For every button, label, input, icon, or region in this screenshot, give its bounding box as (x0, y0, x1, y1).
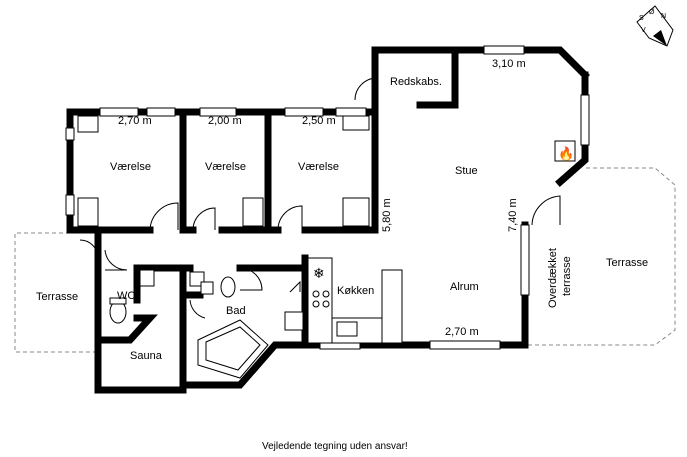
room-label-kitchen: Køkken (337, 285, 374, 297)
svg-text:🔥: 🔥 (558, 146, 574, 161)
compass-letter-oe: Ø (649, 9, 655, 16)
compass-letter-n: N (661, 13, 666, 20)
compass-letter-v: V (641, 27, 646, 34)
terrace-right-outline (586, 167, 676, 346)
dimension-living-width: 3,10 m (492, 58, 526, 70)
compass-letter-s: S (639, 15, 644, 22)
room-label-covered-terrace-1: Overdækket (547, 248, 559, 308)
disclaimer-text: Vejledende tegning uden ansvar! (262, 441, 408, 452)
dimension-family-room-width: 2,70 m (445, 326, 479, 338)
compass-icon: S Ø N V (636, 5, 674, 47)
fixtures: ❄ 🔥 (77, 115, 576, 379)
room-label-cupboard: Redskabs. (390, 76, 442, 88)
room-label-family-room: Alrum (450, 281, 479, 293)
dimension-bedroom-2-width: 2,00 m (208, 115, 242, 127)
dimension-living-depth: 7,40 m (507, 198, 519, 232)
room-label-living: Stue (455, 165, 478, 177)
room-label-sauna: Sauna (130, 350, 163, 362)
room-label-bedroom-2: Værelse (205, 161, 246, 173)
dimension-bedroom-depth: 5,80 m (381, 198, 393, 232)
dimension-bedroom-1-width: 2,70 m (118, 115, 152, 127)
room-label-wc: WC (117, 290, 135, 302)
dimension-bedroom-3-width: 2,50 m (302, 115, 336, 127)
room-label-bedroom-3: Værelse (298, 161, 339, 173)
walls (66, 46, 590, 394)
room-label-terrace-left: Terrasse (36, 291, 78, 303)
svg-text:❄: ❄ (313, 265, 325, 281)
room-label-covered-terrace-2: terrasse (561, 256, 573, 296)
terrace-left-outline (14, 232, 98, 353)
room-label-bath: Bad (226, 305, 246, 317)
doors (79, 77, 561, 319)
room-label-terrace-right: Terrasse (606, 257, 648, 269)
room-label-bedroom-1: Værelse (110, 161, 151, 173)
windows (65, 45, 590, 350)
